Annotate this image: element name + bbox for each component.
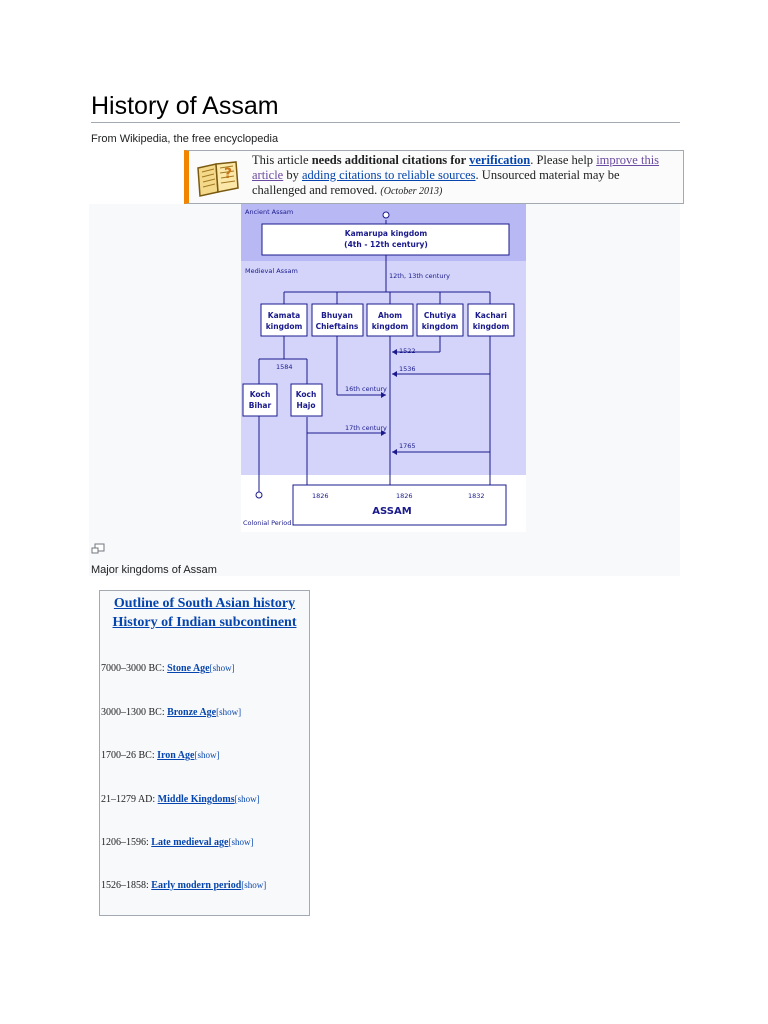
period-range: 1526–1858: — [101, 880, 152, 891]
koch-bihar-line1: Koch — [250, 390, 271, 399]
list-item: 21–1279 AD: Middle Kingdoms[show] — [101, 794, 260, 805]
citation-notice-text: This article needs additional citations … — [252, 153, 672, 199]
notice-prefix: This article — [252, 153, 312, 167]
period-link[interactable]: Early modern period — [151, 880, 242, 891]
list-item: 3000–1300 BC: Bronze Age[show] — [101, 707, 241, 718]
bhuyan-box — [311, 303, 364, 337]
year-1536-label: 1536 — [399, 365, 416, 373]
show-toggle[interactable]: [show] — [216, 707, 242, 717]
year-1522-label: 1522 — [399, 347, 416, 355]
show-toggle[interactable]: [show] — [241, 880, 267, 890]
list-item: 1526–1858: Early modern period[show] — [101, 880, 266, 891]
adding-citations-link[interactable]: adding citations to reliable sources — [301, 168, 476, 182]
kamarupa-line2: (4th - 12th century) — [344, 240, 428, 249]
century-12-13-label: 12th, 13th century — [389, 272, 450, 280]
period-link[interactable]: Bronze Age — [167, 707, 217, 718]
svg-text:?: ? — [224, 166, 232, 182]
medieval-band — [241, 261, 526, 475]
era-medieval-label: Medieval Assam — [245, 267, 298, 275]
kingdoms-diagram[interactable]: Ancient Assam Medieval Assam Colonial Pe… — [241, 204, 526, 532]
notice-rest-text: . Unsourced material may be challenged a… — [252, 168, 620, 197]
kamata-box — [260, 303, 308, 337]
improve-article-link[interactable]: improve this article — [252, 153, 660, 182]
site-tagline: From Wikipedia, the free encyclopedia — [91, 133, 279, 145]
period-link[interactable]: Late medieval age — [151, 837, 229, 848]
year-1826-hajo-label: 1826 — [312, 492, 329, 500]
assam-label: ASSAM — [372, 506, 411, 517]
chutiya-line1: Chutiya — [424, 311, 456, 320]
period-link[interactable]: Stone Age — [167, 663, 210, 674]
period-link[interactable]: Iron Age — [157, 750, 195, 761]
figure-caption: Major kingdoms of Assam — [91, 564, 217, 576]
kachari-box — [467, 303, 515, 337]
title-divider — [91, 122, 680, 123]
notice-date: (October 2013) — [380, 186, 443, 197]
year-1832-label: 1832 — [468, 492, 485, 500]
period-range: 7000–3000 BC: — [101, 663, 168, 674]
ahom-box — [366, 303, 414, 337]
sidebar-heading-history[interactable]: History of Indian subcontinent — [112, 615, 297, 630]
period-range: 1700–26 BC: — [101, 750, 158, 761]
year-1584-label: 1584 — [276, 363, 293, 371]
koch-bihar-line2: Bihar — [249, 401, 272, 410]
show-toggle[interactable]: [show] — [209, 663, 235, 673]
year-1765-label: 1765 — [399, 442, 416, 450]
show-toggle[interactable]: [show] — [194, 750, 220, 760]
period-range: 21–1279 AD: — [101, 794, 158, 805]
list-item: 1700–26 BC: Iron Age[show] — [101, 750, 219, 761]
notice-bold-text: needs additional citations for — [311, 153, 470, 167]
notice-by-text: by — [283, 168, 302, 182]
century-17-label: 17th century — [345, 424, 387, 432]
sidebar-heading-outline[interactable]: Outline of South Asian history — [113, 596, 296, 611]
show-toggle[interactable]: [show] — [234, 794, 260, 804]
show-toggle[interactable]: [show] — [228, 837, 254, 847]
period-link[interactable]: Middle Kingdoms — [157, 794, 235, 805]
notice-help-text: . Please help — [530, 153, 597, 167]
koch-bihar-box — [242, 383, 278, 417]
koch-hajo-line2: Hajo — [296, 401, 315, 410]
kamata-line2: kingdom — [266, 322, 303, 331]
verification-link[interactable]: verification — [469, 153, 531, 167]
kamarupa-box — [261, 223, 510, 256]
book-icon: ? — [197, 161, 239, 197]
ahom-line1: Ahom — [378, 311, 402, 320]
koch-hajo-line1: Koch — [296, 390, 317, 399]
century-16-label: 16th century — [345, 385, 387, 393]
era-colonial-label: Colonial Period — [243, 519, 291, 527]
citation-notice-box — [184, 150, 684, 204]
chutiya-line2: kingdom — [422, 322, 459, 331]
year-1826-ahom-label: 1826 — [396, 492, 413, 500]
kamarupa-line1: Kamarupa kingdom — [345, 229, 428, 238]
bhuyan-line1: Bhuyan — [321, 311, 353, 320]
page-title: History of Assam — [91, 92, 279, 120]
assam-box — [292, 484, 507, 526]
kamata-line1: Kamata — [268, 311, 300, 320]
period-range: 3000–1300 BC: — [101, 707, 168, 718]
koch-hajo-box — [290, 383, 323, 417]
ahom-line2: kingdom — [372, 322, 409, 331]
kachari-line2: kingdom — [473, 322, 510, 331]
list-item: 7000–3000 BC: Stone Age[show] — [101, 663, 235, 674]
period-range: 1206–1596: — [101, 837, 152, 848]
bhuyan-line2: Chieftains — [316, 322, 359, 331]
enlarge-icon[interactable] — [91, 543, 105, 555]
list-item: 1206–1596: Late medieval age[show] — [101, 837, 253, 848]
kachari-line1: Kachari — [475, 311, 507, 320]
south-asian-history-sidebar: Outline of South Asian history History o… — [99, 590, 310, 916]
era-ancient-label: Ancient Assam — [245, 208, 293, 216]
chutiya-box — [416, 303, 464, 337]
